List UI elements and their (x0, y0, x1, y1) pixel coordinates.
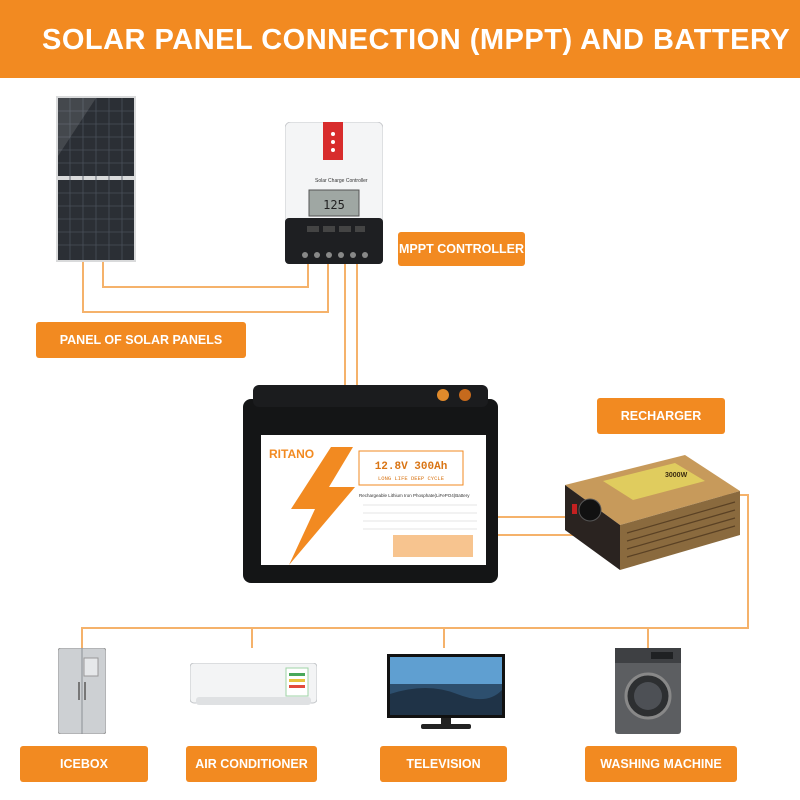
wire-panel-controller-2 (102, 262, 309, 288)
battery-brand-text: RITANO (269, 447, 314, 461)
inverter-badge-text: 3000W (665, 472, 688, 479)
wire-panel-controller-1 (82, 262, 329, 313)
air-conditioner-label: AIR CONDITIONER (186, 746, 317, 782)
battery-icon: RITANO 12.8V 300Ah LONG LIFE DEEP CYCLE … (243, 385, 498, 583)
washing-machine-icon (615, 648, 681, 734)
inverter-icon: 3000W (565, 455, 740, 570)
battery-subtitle-text: LONG LIFE DEEP CYCLE (378, 475, 445, 482)
washing-machine-label: WASHING MACHINE (585, 746, 737, 782)
mppt-controller-icon: Solar Charge Controller 125 (285, 122, 383, 264)
recharger-label: RECHARGER (597, 398, 725, 434)
battery-chemistry-text: Rechargeable Lithium Iron Phosphate(LiFe… (359, 493, 470, 498)
icebox-label: ICEBOX (20, 746, 148, 782)
fridge-icon (58, 648, 106, 734)
page-title: SOLAR PANEL CONNECTION (MPPT) AND BATTER… (42, 24, 791, 56)
battery-rating-text: 12.8V 300Ah (375, 461, 448, 473)
controller-model-text: Solar Charge Controller (315, 178, 368, 184)
header-bar: SOLAR PANEL CONNECTION (MPPT) AND BATTER… (0, 0, 800, 78)
television-label: TELEVISION (380, 746, 507, 782)
mppt-controller-label: MPPT CONTROLLER (398, 232, 525, 266)
solar-panels-label: PANEL OF SOLAR PANELS (36, 322, 246, 358)
controller-display-text: 125 (323, 198, 345, 212)
air-conditioner-icon (190, 663, 317, 705)
solar-panel-icon (56, 96, 136, 262)
television-icon (387, 654, 505, 729)
